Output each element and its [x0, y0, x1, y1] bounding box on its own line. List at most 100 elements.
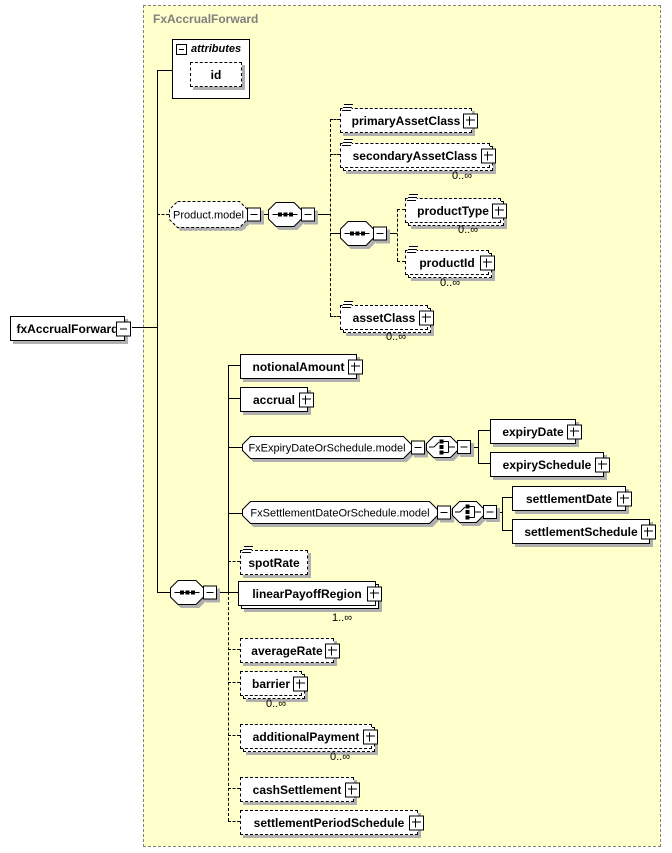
occurrence-label: 1..∞ — [332, 612, 353, 624]
collapse-icon[interactable] — [247, 207, 261, 222]
sequence-icon[interactable] — [340, 221, 387, 246]
expand-icon[interactable] — [299, 392, 314, 407]
element-label: barrier — [251, 676, 291, 691]
attribute-label: id — [210, 67, 222, 82]
connector — [330, 233, 340, 234]
expand-icon[interactable] — [492, 203, 507, 218]
connector — [330, 154, 340, 155]
connector — [397, 261, 405, 262]
element-label: notionalAmount — [252, 359, 345, 374]
occurrence-label: 0..∞ — [440, 277, 461, 289]
connector — [502, 497, 503, 530]
collapse-icon[interactable] — [437, 505, 451, 520]
expand-icon[interactable] — [293, 676, 308, 691]
connector — [157, 70, 158, 593]
connector — [478, 430, 479, 463]
element-primaryAssetClass[interactable]: primaryAssetClass — [340, 104, 478, 133]
expand-icon[interactable] — [481, 148, 496, 163]
expand-icon[interactable] — [325, 643, 340, 658]
connector — [502, 530, 512, 531]
collapse-icon[interactable] — [483, 505, 497, 519]
element-label: assetClass — [352, 310, 416, 325]
connector — [228, 682, 240, 683]
group-fx-expiry-model[interactable]: FxExpiryDateOrSchedule.model — [242, 436, 426, 460]
collapse-icon[interactable] — [411, 440, 425, 455]
expand-icon[interactable] — [409, 815, 424, 830]
expand-icon[interactable] — [567, 424, 582, 439]
connector — [387, 233, 397, 234]
element-settlementPeriodSchedule[interactable]: settlementPeriodSchedule — [240, 810, 424, 835]
connector — [228, 788, 240, 789]
expand-icon[interactable] — [641, 524, 656, 539]
group-product-model[interactable]: Product.model — [169, 201, 261, 229]
element-assetClass[interactable]: assetClass — [340, 301, 434, 330]
attributes-group[interactable]: attributes id — [172, 39, 250, 99]
collapse-icon[interactable] — [373, 226, 387, 241]
element-label: cashSettlement — [252, 782, 342, 797]
sequence-icon[interactable] — [170, 580, 217, 605]
element-label: linearPayoffRegion — [252, 586, 362, 601]
connector — [157, 592, 170, 593]
connector — [228, 735, 240, 736]
element-settlementSchedule[interactable]: settlementSchedule — [512, 519, 656, 544]
expand-icon[interactable] — [595, 457, 610, 472]
element-label: fxAccrualForward — [16, 321, 119, 336]
element-productId[interactable]: productId — [405, 246, 495, 275]
group-label: FxExpiryDateOrSchedule.model — [248, 443, 405, 455]
connector — [502, 497, 512, 498]
annotation-icon — [341, 301, 354, 308]
choice-icon[interactable] — [426, 436, 472, 459]
expand-icon[interactable] — [345, 782, 360, 797]
attribute-id[interactable]: id — [190, 62, 242, 87]
connector — [228, 821, 240, 822]
connector — [330, 316, 340, 317]
element-averageRate[interactable]: averageRate — [240, 638, 340, 663]
collapse-icon[interactable] — [176, 43, 187, 55]
element-label: accrual — [252, 392, 296, 407]
element-settlementDate[interactable]: settlementDate — [512, 486, 632, 511]
element-fxAccrualForward[interactable]: fxAccrualForward — [10, 316, 131, 341]
element-label: expiryDate — [502, 424, 564, 439]
expand-icon[interactable] — [419, 310, 434, 325]
element-accrual[interactable]: accrual — [240, 387, 314, 412]
occurrence-label: 0..∞ — [266, 698, 287, 710]
element-label: secondaryAssetClass — [352, 148, 478, 163]
choice-icon[interactable] — [452, 501, 498, 524]
group-label: FxSettlementDateOrSchedule.model — [250, 508, 429, 520]
annotation-icon — [341, 104, 354, 111]
collapse-icon[interactable] — [301, 207, 315, 222]
element-notionalAmount[interactable]: notionalAmount — [240, 354, 363, 379]
expand-icon[interactable] — [367, 586, 382, 601]
connector — [315, 214, 330, 215]
expand-icon[interactable] — [617, 491, 632, 506]
element-spotRate[interactable]: spotRate — [240, 546, 308, 575]
connector — [472, 447, 478, 448]
expand-icon[interactable] — [480, 255, 495, 270]
sequence-icon[interactable] — [268, 202, 315, 227]
connector — [261, 214, 268, 215]
element-label: settlementPeriodSchedule — [253, 815, 405, 830]
connector — [330, 119, 331, 316]
expand-icon[interactable] — [363, 729, 378, 744]
element-expirySchedule[interactable]: expirySchedule — [490, 452, 610, 477]
element-barrier[interactable]: barrier — [240, 671, 308, 696]
connector — [397, 209, 398, 261]
collapse-icon[interactable] — [116, 321, 131, 336]
element-label: productType — [417, 203, 489, 218]
element-secondaryAssetClass[interactable]: secondaryAssetClass — [340, 139, 496, 168]
attributes-label: attributes — [191, 43, 242, 55]
element-additionalPayment[interactable]: additionalPayment — [240, 724, 378, 749]
element-productType[interactable]: productType — [405, 194, 507, 223]
collapse-icon[interactable] — [203, 585, 217, 600]
connector — [228, 365, 240, 366]
expand-icon[interactable] — [463, 113, 478, 128]
connector — [478, 430, 490, 431]
occurrence-label: 0..∞ — [452, 170, 473, 182]
group-fx-settlement-model[interactable]: FxSettlementDateOrSchedule.model — [242, 501, 452, 525]
element-cashSettlement[interactable]: cashSettlement — [240, 777, 360, 802]
expand-icon[interactable] — [348, 359, 363, 374]
element-linearPayoffRegion[interactable]: linearPayoffRegion — [238, 581, 382, 606]
collapse-icon[interactable] — [457, 440, 471, 454]
element-expiryDate[interactable]: expiryDate — [490, 419, 582, 444]
